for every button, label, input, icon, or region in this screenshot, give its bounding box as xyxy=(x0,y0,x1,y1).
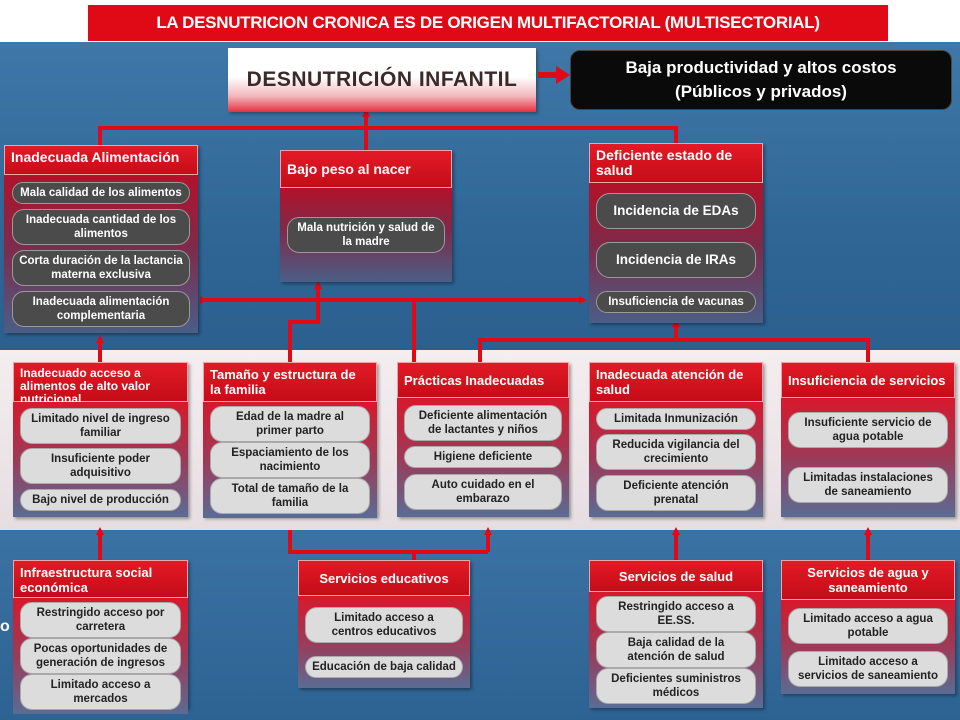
list-item: Inadecuada cantidad de los alimentos xyxy=(11,208,191,245)
list-item: Deficiente alimentación de lactantes y n… xyxy=(403,404,563,441)
card-body: Incidencia de EDAs Incidencia de IRAs In… xyxy=(589,183,763,323)
card-body: Insuficiente servicio de agua potable Li… xyxy=(781,398,955,517)
card-tamano-familia: Tamaño y estructura de la familia Edad d… xyxy=(203,362,377,518)
edge-text: o xyxy=(0,618,10,635)
list-item: Total de tamaño de la familia xyxy=(209,478,371,514)
list-item: Limitada Inmunización xyxy=(595,408,757,431)
list-item: Limitado acceso a agua potable xyxy=(787,607,949,644)
list-item: Inadecuada alimentación complementaria xyxy=(11,290,191,327)
card-body: Limitado acceso a centros educativos Edu… xyxy=(298,596,470,688)
card-title: Servicios de salud xyxy=(589,560,763,592)
card-bajo-peso: Bajo peso al nacer Mala nutrición y salu… xyxy=(280,150,452,282)
main-node: DESNUTRICIÓN INFANTIL xyxy=(228,48,536,112)
list-item: Insuficiencia de vacunas xyxy=(595,290,757,313)
card-infraestructura: Infraestructura social económica Restrin… xyxy=(13,560,188,714)
list-item: Incidencia de EDAs xyxy=(595,193,757,230)
list-item: Mala nutrición y salud de la madre xyxy=(286,217,446,253)
card-title: Insuficiencia de servicios xyxy=(781,362,955,398)
list-item: Pocas oportunidades de generación de ing… xyxy=(20,638,181,674)
list-item: Deficientes suministros médicos xyxy=(595,668,757,704)
list-item: Auto cuidado en el embarazo xyxy=(403,474,563,511)
list-item: Educación de baja calidad xyxy=(304,655,464,678)
list-item: Edad de la madre al primer parto xyxy=(209,406,371,442)
list-item: Deficiente atención prenatal xyxy=(595,474,757,511)
list-item: Limitado acceso a centros educativos xyxy=(304,606,464,643)
card-agua-saneamiento: Servicios de agua y saneamiento Limitado… xyxy=(781,560,955,694)
card-inadecuada-alimentacion: Inadecuada Alimentación Mala calidad de … xyxy=(4,145,198,333)
consequence-box: Baja productividad y altos costos (Públi… xyxy=(570,50,952,110)
card-servicios-educativos: Servicios educativos Limitado acceso a c… xyxy=(298,560,470,688)
list-item: Bajo nivel de producción xyxy=(20,488,181,511)
card-deficiente-salud: Deficiente estado de salud Incidencia de… xyxy=(589,143,763,323)
list-item: Limitadas instalaciones de saneamiento xyxy=(787,467,949,504)
list-item: Limitado nivel de ingreso familiar xyxy=(20,408,181,445)
arrow-right-icon xyxy=(538,66,570,84)
card-title: Servicios educativos xyxy=(298,560,470,596)
consequence-line2: (Públicos y privados) xyxy=(675,82,847,101)
card-inadecuado-acceso: Inadecuado acceso a alimentos de alto va… xyxy=(13,362,188,517)
card-practicas-inadecuadas: Prácticas Inadecuadas Deficiente aliment… xyxy=(397,362,569,517)
list-item: Incidencia de IRAs xyxy=(595,241,757,278)
list-item: Limitado acceso a mercados xyxy=(20,674,181,710)
list-item: Baja calidad de la atención de salud xyxy=(595,632,757,668)
card-body: Deficiente alimentación de lactantes y n… xyxy=(397,398,569,517)
card-body: Edad de la madre al primer parto Espacia… xyxy=(203,402,377,518)
card-title: Servicios de agua y saneamiento xyxy=(781,560,955,600)
list-item: Insuficiente poder adquisitivo xyxy=(20,448,181,485)
card-title: Inadecuada atención de salud xyxy=(589,362,763,402)
card-title: Deficiente estado de salud xyxy=(589,143,763,183)
list-item: Limitado acceso a servicios de saneamien… xyxy=(787,650,949,687)
list-item: Higiene deficiente xyxy=(403,446,563,469)
card-body: Limitado acceso a agua potable Limitado … xyxy=(781,600,955,694)
card-title: Inadecuada Alimentación xyxy=(4,145,198,175)
card-body: Mala nutrición y salud de la madre xyxy=(280,188,452,282)
card-body: Restringido acceso a EE.SS. Baja calidad… xyxy=(589,592,763,708)
card-title: Infraestructura social económica xyxy=(13,560,188,598)
card-body: Mala calidad de los alimentos Inadecuada… xyxy=(4,175,198,333)
list-item: Insuficiente servicio de agua potable xyxy=(787,411,949,448)
page-title: LA DESNUTRICION CRONICA ES DE ORIGEN MUL… xyxy=(88,5,888,41)
card-title: Prácticas Inadecuadas xyxy=(397,362,569,398)
card-title: Tamaño y estructura de la familia xyxy=(203,362,377,402)
card-servicios-salud: Servicios de salud Restringido acceso a … xyxy=(589,560,763,708)
list-item: Mala calidad de los alimentos xyxy=(11,181,191,204)
list-item: Corta duración de la lactancia materna e… xyxy=(11,249,191,286)
list-item: Restringido acceso por carretera xyxy=(20,602,181,638)
list-item: Reducida vigilancia del crecimiento xyxy=(595,434,757,471)
card-insuficiencia-servicios: Insuficiencia de servicios Insuficiente … xyxy=(781,362,955,517)
card-body: Limitado nivel de ingreso familiar Insuf… xyxy=(13,402,188,517)
card-inadecuada-atencion: Inadecuada atención de salud Limitada In… xyxy=(589,362,763,517)
card-title: Bajo peso al nacer xyxy=(280,150,452,188)
consequence-line1: Baja productividad y altos costos xyxy=(625,58,897,77)
card-body: Restringido acceso por carretera Pocas o… xyxy=(13,598,188,714)
card-body: Limitada Inmunización Reducida vigilanci… xyxy=(589,402,763,517)
list-item: Restringido acceso a EE.SS. xyxy=(595,596,757,632)
list-item: Espaciamiento de los nacimiento xyxy=(209,442,371,478)
card-title: Inadecuado acceso a alimentos de alto va… xyxy=(13,362,188,406)
